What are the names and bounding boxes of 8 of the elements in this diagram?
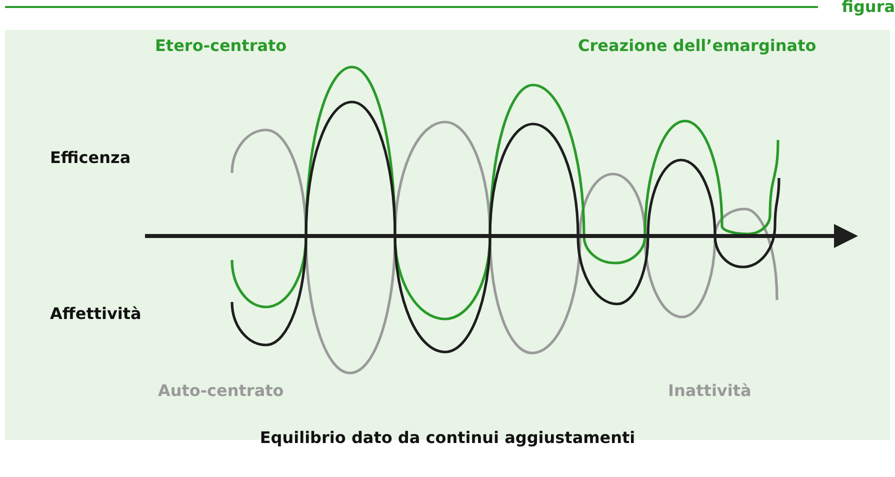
axis-label: Efficenza: [50, 148, 131, 167]
axis-label: Creazione dell’emarginato: [578, 36, 816, 55]
figure-tag: figura: [816, 0, 895, 16]
axis-label: Inattività: [668, 381, 752, 400]
axis-label: Etero-centrato: [155, 36, 287, 55]
axis-label: Affettività: [50, 304, 142, 323]
axis-label: Auto-centrato: [158, 381, 284, 400]
caption-text: Equilibrio dato da continui aggiustamenti: [258, 428, 636, 447]
